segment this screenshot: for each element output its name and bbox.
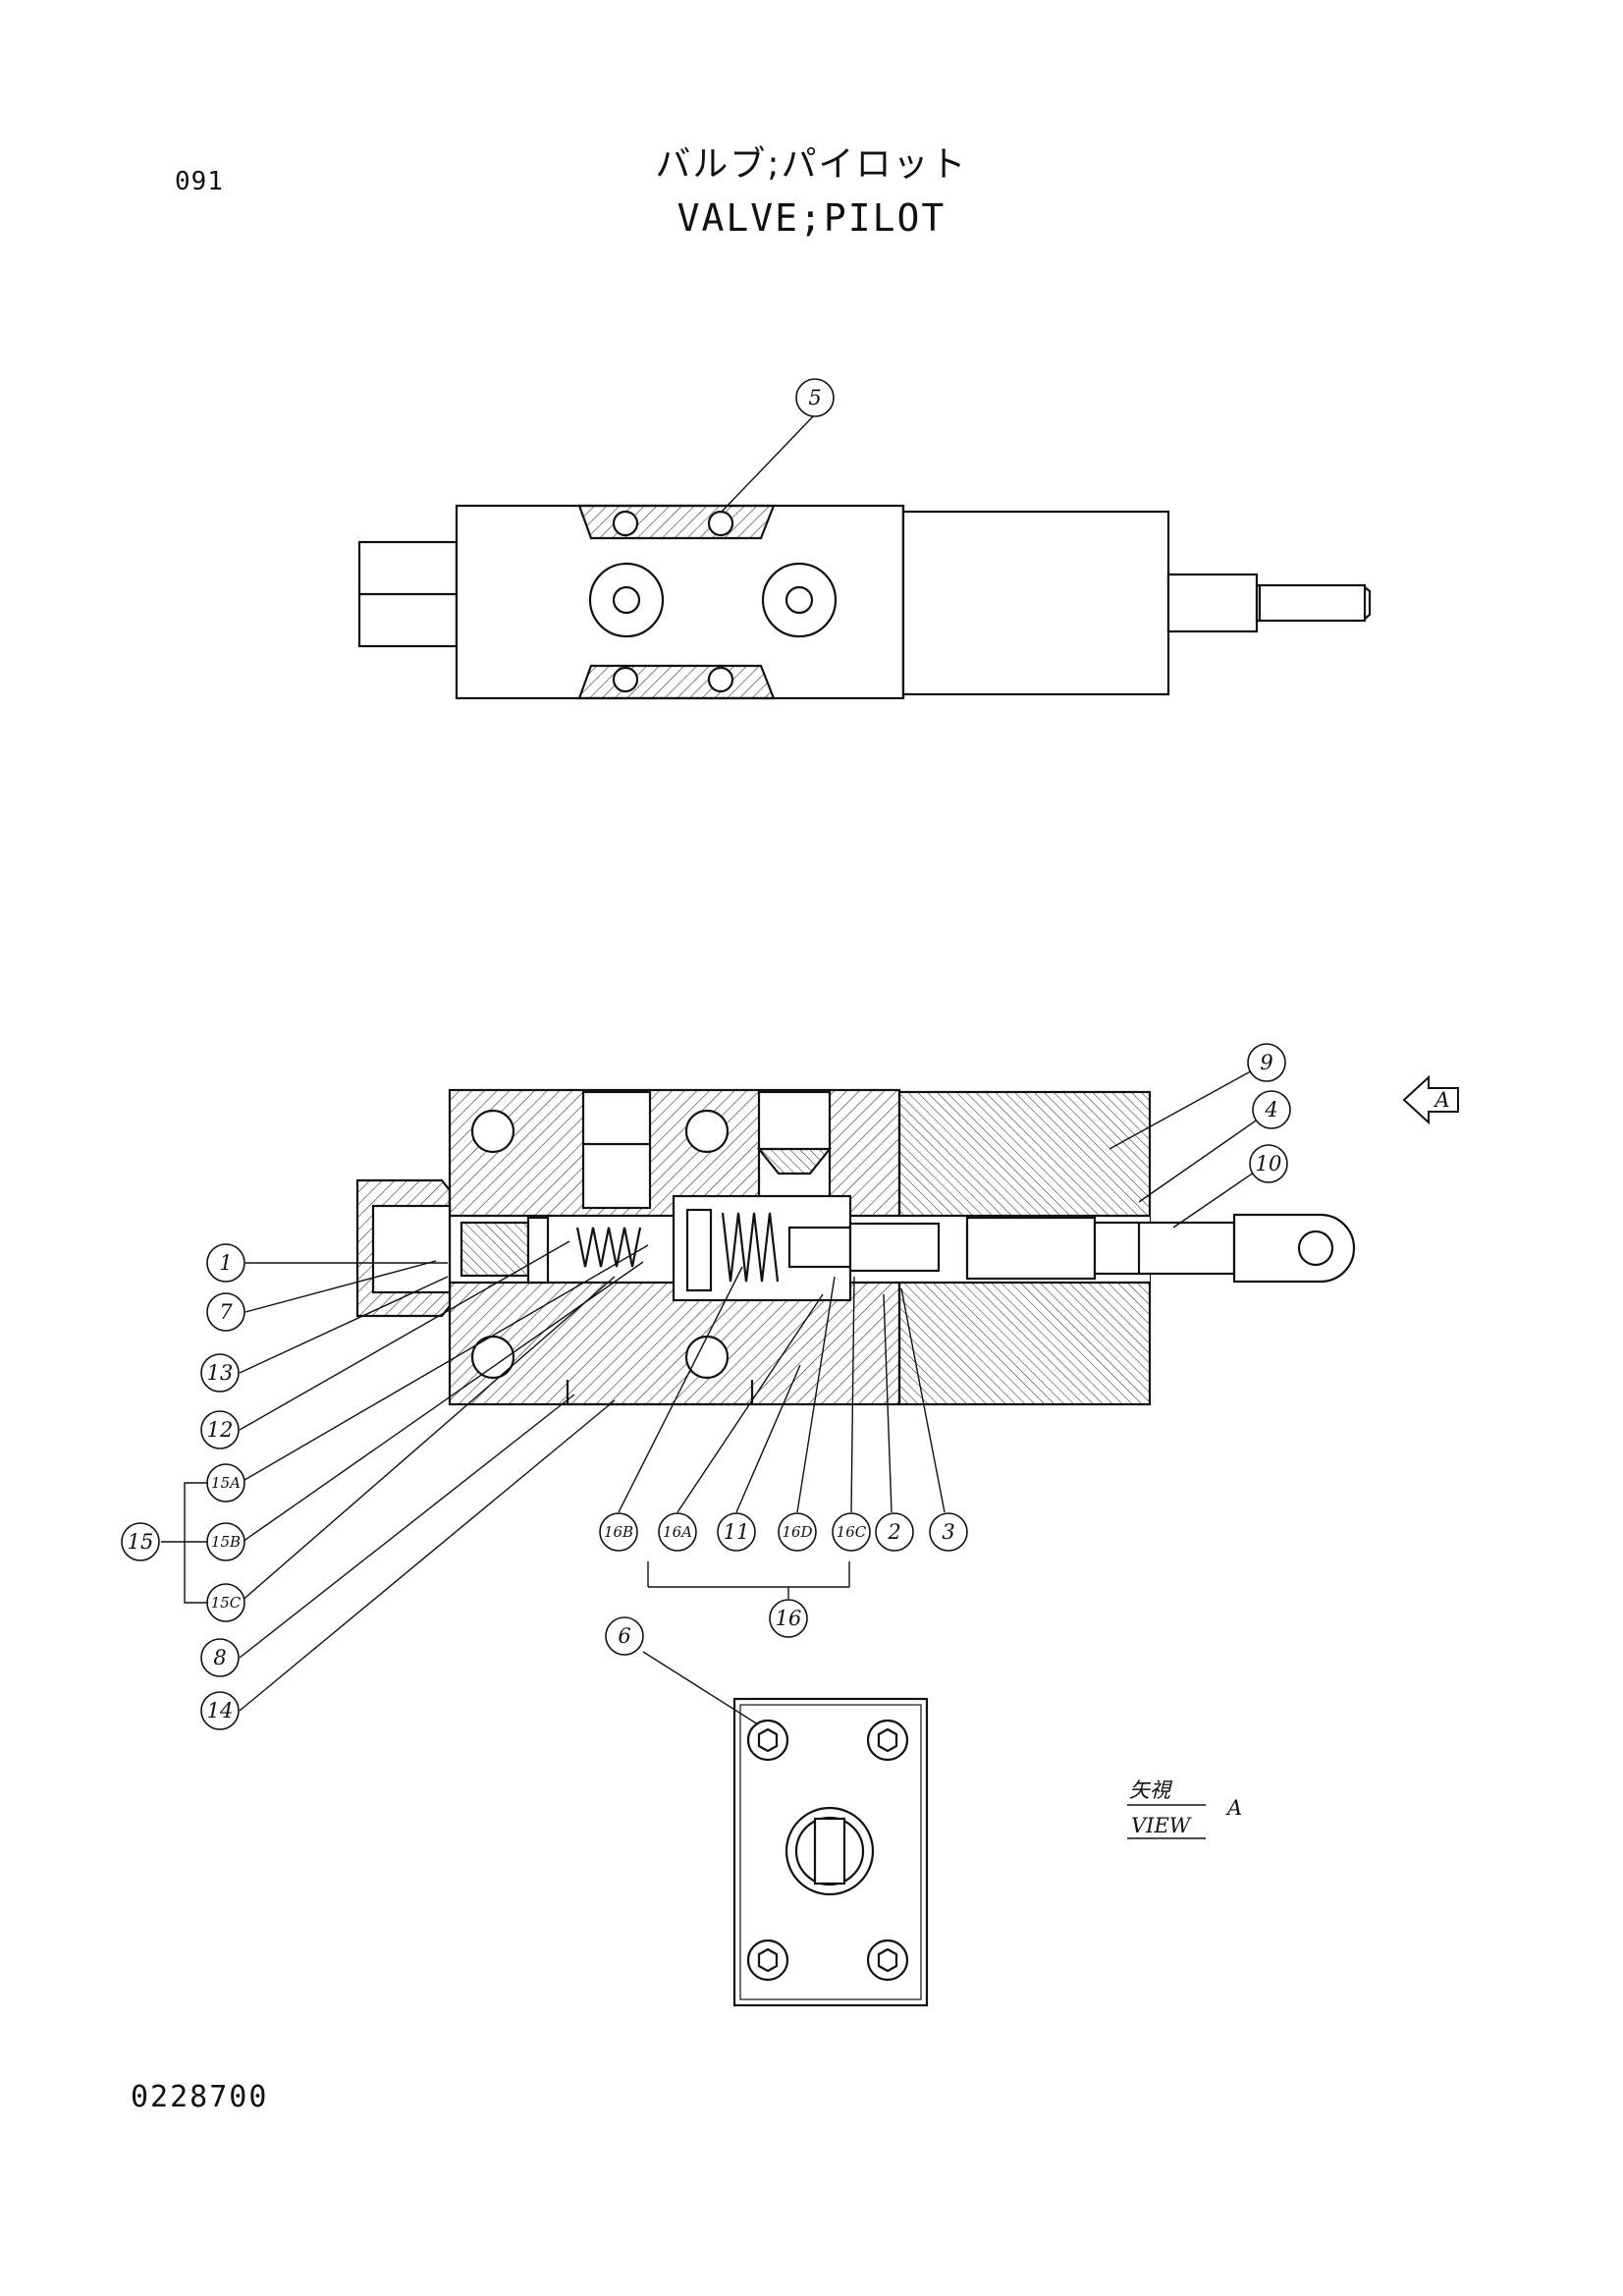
callout-7: 7 bbox=[219, 1300, 233, 1324]
callout-12: 12 bbox=[207, 1418, 234, 1442]
callout-15b: 15B bbox=[211, 1533, 241, 1551]
callout-15c: 15C bbox=[211, 1594, 242, 1612]
callout-16b: 16B bbox=[604, 1523, 633, 1541]
callout-1: 1 bbox=[219, 1251, 232, 1275]
callout-5: 5 bbox=[808, 386, 821, 410]
callout-16a: 16A bbox=[663, 1523, 692, 1541]
callout-13: 13 bbox=[207, 1361, 234, 1385]
callout-15: 15 bbox=[128, 1530, 154, 1554]
top-view bbox=[357, 504, 1372, 700]
callout-3: 3 bbox=[942, 1520, 954, 1544]
view-a-arrow: A bbox=[1402, 1074, 1459, 1125]
callout-10: 10 bbox=[1256, 1152, 1282, 1175]
callout-labels: 5 1 7 13 12 15A 15B 15C 8 14 15 9 4 10 1… bbox=[128, 386, 1282, 1722]
leader-lines bbox=[161, 413, 1272, 1725]
title-english: VALVE;PILOT bbox=[676, 196, 947, 240]
callout-16: 16 bbox=[776, 1607, 802, 1630]
callout-8: 8 bbox=[213, 1646, 226, 1669]
callout-14: 14 bbox=[207, 1699, 234, 1722]
view-a-label: 矢視 VIEW A bbox=[1127, 1778, 1242, 1839]
view-label-letter: A bbox=[1225, 1796, 1242, 1820]
view-arrow-label: A bbox=[1433, 1088, 1449, 1112]
view-a-plate bbox=[732, 1697, 929, 2007]
drawing-code: 0228700 bbox=[131, 2080, 269, 2114]
title-japanese: バルブ;パイロット bbox=[655, 144, 968, 185]
callout-4: 4 bbox=[1264, 1098, 1277, 1121]
callout-6: 6 bbox=[618, 1624, 630, 1648]
section-view bbox=[355, 1088, 1356, 1406]
view-label-jp: 矢視 bbox=[1129, 1778, 1173, 1802]
callout-11: 11 bbox=[724, 1520, 750, 1544]
callouts bbox=[121, 378, 1291, 1730]
view-label-en: VIEW bbox=[1131, 1814, 1193, 1837]
callout-9: 9 bbox=[1260, 1051, 1272, 1074]
callout-15a: 15A bbox=[211, 1474, 241, 1492]
callout-16c: 16C bbox=[837, 1523, 867, 1541]
page-number: 091 bbox=[175, 167, 224, 196]
callout-16d: 16D bbox=[782, 1523, 812, 1541]
callout-2: 2 bbox=[887, 1520, 900, 1544]
